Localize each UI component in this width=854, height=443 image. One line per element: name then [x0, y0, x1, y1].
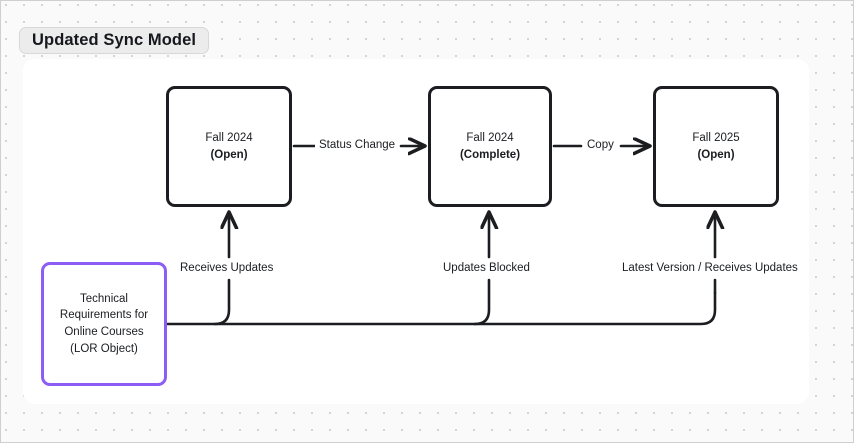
edge-label-status-change: Status Change — [315, 139, 400, 151]
lor-line-3: Online Courses — [64, 326, 144, 338]
node-fall-2024-complete[interactable]: Fall 2024 (Complete) — [428, 86, 552, 207]
node-line-status: (Open) — [210, 148, 248, 161]
diagram-title-chip[interactable]: Updated Sync Model — [19, 27, 210, 54]
node-line-term: Fall 2024 — [466, 131, 514, 144]
edge-label-receives-updates: Receives Updates — [176, 262, 278, 274]
lor-line-1: Technical — [80, 292, 128, 305]
edge-label-latest-version: Latest Version / Receives Updates — [618, 262, 802, 274]
lor-line-4: (LOR Object) — [70, 342, 138, 355]
node-fall-2024-open[interactable]: Fall 2024 (Open) — [166, 86, 292, 207]
lor-line-2: Requirements for — [59, 309, 149, 322]
node-line-term: Fall 2025 — [692, 131, 740, 144]
node-line-status: (Open) — [697, 148, 735, 161]
node-line-term: Fall 2024 — [205, 131, 253, 144]
page-title: Updated Sync Model — [32, 31, 197, 49]
node-line-status: (Complete) — [459, 148, 521, 161]
edge-label-updates-blocked: Updates Blocked — [439, 262, 534, 274]
node-lor-object[interactable]: Technical Requirements for Online Course… — [41, 262, 167, 386]
edge-label-copy: Copy — [583, 139, 618, 151]
node-fall-2025-open[interactable]: Fall 2025 (Open) — [653, 86, 779, 207]
